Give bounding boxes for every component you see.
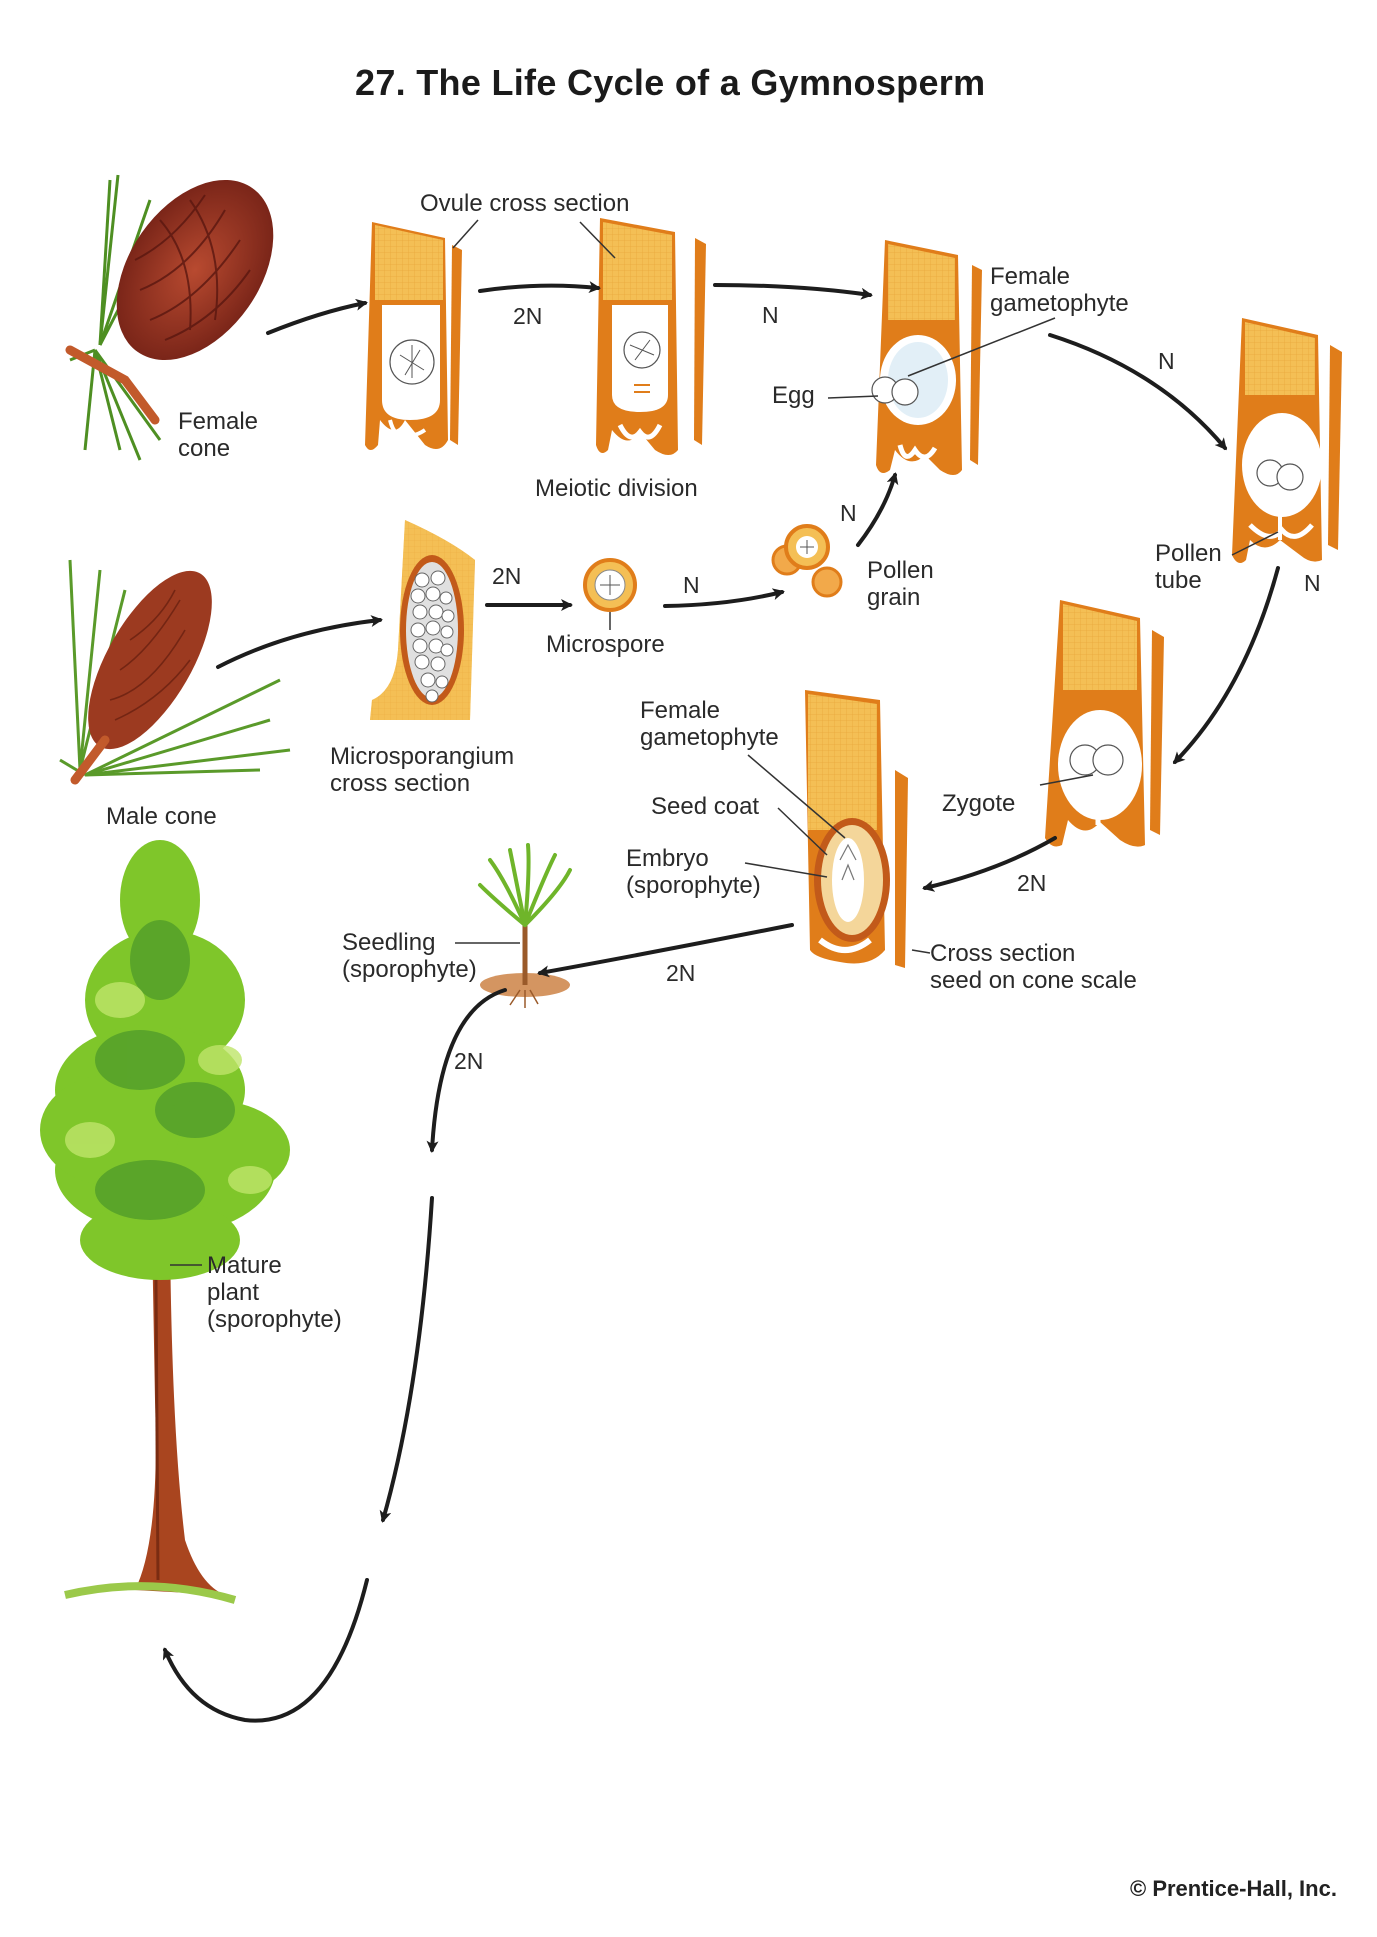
- label-male-cone: Male cone: [106, 803, 217, 830]
- ploidy-pollen-to-gametophyte: N: [840, 500, 857, 526]
- ploidy-microspore-to-pollen: N: [683, 572, 700, 598]
- label-seedling: Seedling (sporophyte): [342, 929, 477, 983]
- label-female-cone: Female cone: [178, 408, 259, 462]
- label-female-gametophyte-seed: Female gametophyte: [640, 697, 779, 751]
- label-pollen-tube: Pollen tube: [1155, 540, 1222, 594]
- arrow-meiosis-to-gametophyte: [713, 283, 873, 300]
- label-meiotic-division: Meiotic division: [535, 475, 698, 502]
- arrow-femalecone-to-ovule: [266, 298, 368, 335]
- seed-cross-section: [805, 690, 908, 968]
- label-zygote: Zygote: [942, 790, 1016, 817]
- ploidy-ovule-to-meiosis: 2N: [513, 303, 543, 329]
- seedling-illustration: [478, 843, 572, 1008]
- microspore-illustration: [583, 558, 637, 612]
- female-cone-illustration: [65, 174, 274, 461]
- label-microspore: Microspore: [546, 631, 665, 658]
- arrow-seed-to-seedling: [537, 923, 794, 978]
- arrow-malecone-to-microsporangium: [216, 615, 383, 669]
- ploidy-micro-to-microspore: 2N: [492, 563, 522, 589]
- arrow-seedling-down: [426, 988, 507, 1153]
- ploidy-pollinated-to-zygote: N: [1304, 570, 1321, 596]
- label-egg: Egg: [772, 382, 815, 409]
- ploidy-meiosis-to-gametophyte: N: [762, 302, 779, 328]
- microsporangium-cross-section: [370, 520, 475, 720]
- cycle-arrows: [162, 281, 1280, 1723]
- label-seed-coat: Seed coat: [651, 793, 760, 820]
- page-title: 27. The Life Cycle of a Gymnosperm: [355, 62, 986, 103]
- arrow-pollinated-to-zygote: [1172, 566, 1280, 765]
- mature-plant-illustration: [40, 840, 290, 1604]
- ploidy-seed-to-seedling: 2N: [666, 960, 696, 986]
- arrow-microspore-to-pollen: [663, 588, 785, 608]
- ploidy-seedling-to-plant: 2N: [454, 1048, 484, 1074]
- copyright-notice: © Prentice-Hall, Inc.: [1130, 1876, 1337, 1901]
- arrow-pollen-to-gametophyte: [856, 472, 899, 547]
- leader-lines: [170, 219, 1279, 1266]
- female-gametophyte-ovule: [871, 240, 982, 475]
- label-cross-section-seed: Cross section seed on cone scale: [930, 940, 1137, 994]
- pollinated-ovule: [1232, 318, 1342, 564]
- meiotic-division-ovule: [596, 218, 706, 455]
- ploidy-gametophyte-to-pollinated: N: [1158, 348, 1175, 374]
- label-female-gametophyte-top: Female gametophyte: [990, 263, 1129, 317]
- label-ovule-cross-section: Ovule cross section: [420, 190, 630, 217]
- ovule-cross-section: [365, 222, 462, 450]
- arrow-ovule-to-meiosis: [478, 281, 601, 294]
- male-cone-illustration: [59, 559, 291, 785]
- ploidy-zygote-to-seed: 2N: [1017, 870, 1047, 896]
- label-embryo: Embryo (sporophyte): [626, 845, 761, 899]
- pollen-grain-illustration: [771, 524, 843, 598]
- arrow-to-mature-plant: [162, 1578, 369, 1723]
- arrow-zygote-to-seed: [922, 836, 1057, 892]
- label-mature-plant: Mature plant (sporophyte): [207, 1252, 342, 1333]
- label-microsporangium: Microsporangium cross section: [330, 743, 515, 797]
- arrow-down-segment: [379, 1196, 434, 1523]
- arrow-gametophyte-to-pollinated: [1048, 333, 1227, 451]
- label-pollen-grain: Pollen grain: [867, 557, 934, 611]
- zygote-ovule: [1045, 600, 1164, 847]
